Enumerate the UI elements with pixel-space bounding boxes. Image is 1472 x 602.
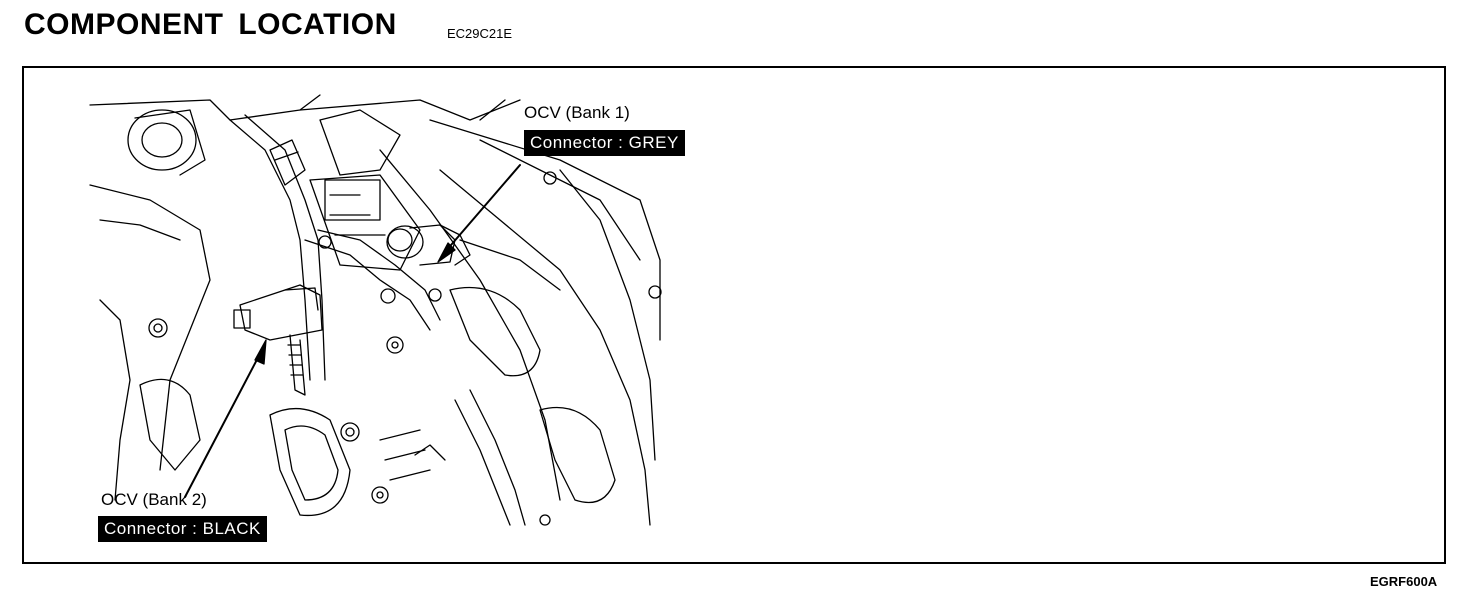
callout-bank1-title: OCV (Bank 1) bbox=[524, 103, 630, 122]
callout-bank2-title: OCV (Bank 2) bbox=[101, 490, 207, 509]
section-code: EC29C21E bbox=[447, 26, 513, 41]
page-title: COMPONENT LOCATION bbox=[24, 8, 397, 41]
figure-id: EGRF600A bbox=[1370, 574, 1438, 589]
callout-bank2-connector: Connector : BLACK bbox=[98, 516, 267, 542]
callout-bank1-connector: Connector : GREY bbox=[524, 130, 685, 156]
figure-frame bbox=[22, 66, 1446, 564]
